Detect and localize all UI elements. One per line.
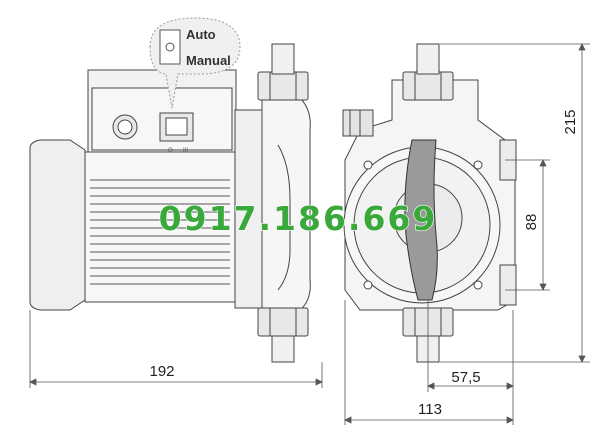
front-half-width-value: 57,5 bbox=[451, 369, 480, 386]
flow-channel bbox=[404, 139, 438, 301]
cooling-fins bbox=[90, 179, 230, 285]
inlet-union bbox=[257, 307, 309, 337]
dimension-front-half-width bbox=[427, 300, 514, 392]
outlet-union bbox=[257, 71, 309, 101]
switch-auto-label: Auto bbox=[186, 27, 216, 42]
side-length-value: 192 bbox=[149, 363, 174, 380]
side-flange bbox=[234, 109, 264, 309]
outlet-pipe bbox=[271, 43, 295, 75]
phone-watermark: 0917.186.669 bbox=[159, 199, 438, 238]
dimension-side-length bbox=[29, 310, 323, 388]
switch-callout: Auto Manual bbox=[149, 17, 241, 109]
front-height-value: 215 bbox=[562, 109, 579, 134]
motor-body bbox=[84, 151, 236, 303]
pump-front-view bbox=[342, 43, 517, 363]
front-inner-height-value: 88 bbox=[523, 214, 540, 231]
dimension-front-width bbox=[344, 300, 514, 425]
front-outlet-pipe bbox=[416, 43, 440, 75]
motor-end-cap bbox=[29, 139, 86, 311]
pump-housing bbox=[261, 97, 311, 311]
dimension-front-inner-height bbox=[505, 159, 550, 291]
side-bolt bbox=[342, 109, 374, 137]
switch-manual-label: Manual bbox=[186, 53, 231, 68]
svg-text:III: III bbox=[183, 148, 188, 154]
front-width-value: 113 bbox=[418, 401, 442, 418]
svg-text:O: O bbox=[168, 148, 173, 154]
dimension-front-height bbox=[440, 43, 590, 363]
pump-side-view: O III bbox=[29, 43, 311, 363]
inlet-pipe bbox=[271, 335, 295, 363]
front-outlet-union bbox=[402, 71, 454, 101]
